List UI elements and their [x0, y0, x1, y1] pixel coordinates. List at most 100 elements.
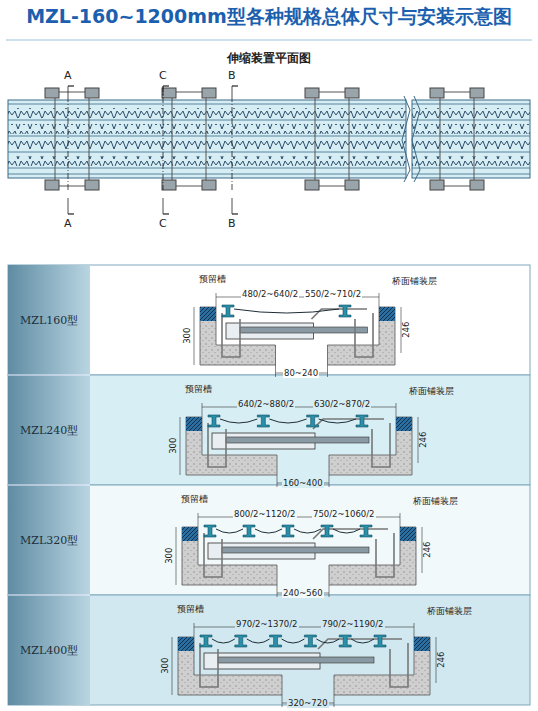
stroke — [194, 623, 195, 637]
bolt — [85, 180, 99, 190]
section-mark: A — [64, 218, 72, 230]
stroke — [163, 213, 169, 214]
dimension-text: 550/2~710/2 — [304, 290, 362, 299]
dimension-line — [172, 637, 173, 695]
stroke — [216, 293, 217, 307]
dimension-text: 320~720 — [287, 699, 329, 708]
stroke — [232, 85, 238, 86]
bolt — [85, 88, 99, 98]
steel-beam — [208, 415, 220, 427]
cut-line — [68, 96, 69, 190]
support-beam — [222, 547, 369, 553]
pavement — [186, 417, 202, 431]
dimension-text: 160~400 — [282, 479, 324, 488]
steel-beam — [235, 635, 247, 647]
stroke — [198, 513, 199, 527]
support-box — [55, 92, 89, 186]
rebar — [222, 313, 240, 357]
rubber-seal — [220, 419, 257, 423]
bolt — [305, 88, 319, 98]
steel-beam — [222, 305, 234, 317]
steel-beam — [307, 415, 319, 427]
steel-beam — [374, 635, 386, 647]
stroke — [412, 152, 530, 153]
dimension-line — [436, 637, 437, 683]
stroke — [232, 213, 238, 214]
stroke — [402, 96, 410, 182]
stroke — [329, 475, 330, 487]
dimension-text: 300 — [183, 327, 192, 345]
stroke — [412, 120, 530, 121]
dimension-line — [418, 417, 419, 463]
stroke — [329, 585, 330, 597]
pavement — [182, 527, 198, 541]
stroke — [68, 86, 69, 96]
bolt — [345, 180, 359, 190]
stroke — [412, 168, 530, 169]
rebar — [313, 419, 384, 429]
steel-beam — [356, 415, 368, 427]
rebar — [372, 423, 390, 467]
dimension-text: 640/2~880/2 — [237, 400, 295, 409]
bolt — [202, 88, 216, 98]
steel-beam — [339, 635, 351, 647]
pavement — [178, 637, 194, 651]
steel-beam — [360, 525, 372, 537]
dimension-text: 246 — [437, 651, 446, 669]
section-drawing — [176, 513, 422, 597]
stroke — [334, 695, 335, 707]
section-mark: C — [159, 70, 167, 82]
seal-band — [412, 124, 530, 134]
page-title: MZL-160~1200mm型各种规格总体尺寸与安装示意图 — [0, 6, 538, 27]
rubber-seal — [216, 529, 243, 533]
dimension-text: 预留槽 — [198, 275, 227, 284]
seal-band — [412, 140, 530, 150]
dimension-text: 预留槽 — [176, 605, 205, 614]
pavement — [396, 417, 412, 431]
steel-beam — [339, 305, 351, 317]
dimension-text: 300 — [165, 547, 174, 565]
rubber-seal — [333, 529, 360, 533]
seal-band — [412, 156, 530, 166]
cut-line — [232, 198, 233, 214]
bolt — [470, 180, 484, 190]
rebar — [200, 643, 218, 687]
stroke — [68, 213, 74, 214]
model-name: MZL160型 — [20, 315, 78, 327]
bolt — [430, 88, 444, 98]
section-mark: C — [159, 218, 167, 230]
bolt — [45, 180, 59, 190]
steel-beam — [321, 525, 333, 537]
stroke — [396, 403, 397, 417]
dimension-text: 80~240 — [283, 369, 319, 378]
dimension-text: 246 — [423, 541, 432, 559]
stroke — [412, 174, 530, 175]
dimension-text: 预留槽 — [184, 385, 213, 394]
steel-beam — [200, 635, 212, 647]
bolt — [345, 88, 359, 98]
section-mark: A — [64, 70, 72, 82]
dimension-text: 246 — [402, 321, 411, 339]
stroke — [163, 85, 169, 86]
support-beam — [218, 657, 374, 663]
steel-beam — [270, 635, 282, 647]
support-box — [440, 92, 474, 186]
rebar — [355, 313, 373, 357]
support-beam — [226, 437, 369, 443]
stroke — [275, 365, 276, 377]
stroke — [282, 695, 283, 707]
bolt — [45, 88, 59, 98]
pavement — [200, 307, 216, 321]
steel-beam — [304, 635, 316, 647]
cut-line — [232, 96, 233, 190]
bolt — [162, 88, 176, 98]
stroke — [202, 403, 203, 417]
stroke — [163, 86, 164, 96]
rubber-seal — [269, 419, 306, 423]
dimension-line — [194, 307, 195, 365]
rebar — [312, 309, 368, 319]
rubber-seal — [294, 529, 321, 533]
stroke — [400, 513, 401, 527]
dimension-text: 800/2~1120/2 — [233, 510, 297, 519]
dimension-line — [401, 307, 402, 353]
